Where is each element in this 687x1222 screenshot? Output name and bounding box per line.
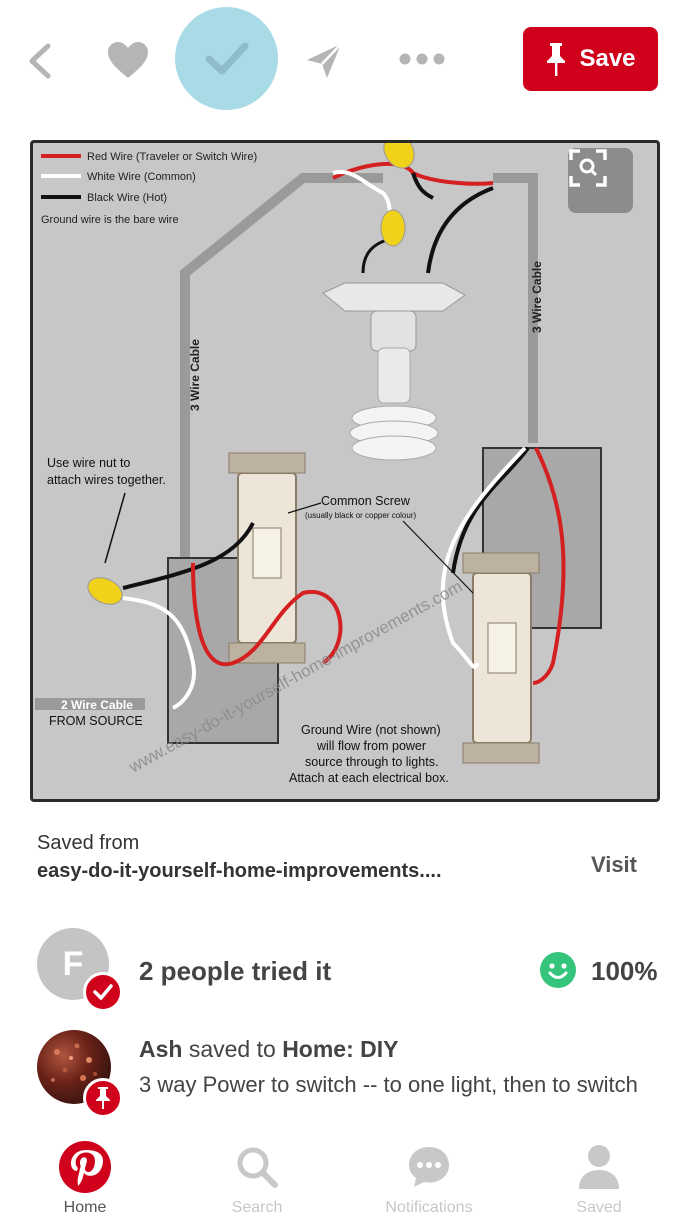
nav-search-label: Search — [231, 1199, 283, 1216]
tried-it-row[interactable]: F 2 people tried it 100% — [37, 928, 667, 1014]
tried-count-text: 2 people tried it — [139, 956, 332, 986]
more-options-icon[interactable] — [394, 44, 450, 74]
pin-badge-icon — [83, 1078, 123, 1118]
saved-from-label: Saved from — [37, 832, 140, 854]
nav-saved-label: Saved — [576, 1199, 622, 1216]
save-button[interactable]: Save — [523, 27, 658, 91]
left-wire-nut-icon — [87, 577, 123, 605]
saver-name[interactable]: Ash — [139, 1036, 183, 1062]
tried-it-button[interactable] — [175, 7, 278, 110]
legend-white: White Wire (Common) — [87, 171, 196, 183]
pin-description: 3 way Power to switch -- to one light, t… — [139, 1072, 638, 1097]
nav-saved[interactable]: Saved — [529, 1141, 669, 1221]
speech-bubble-icon — [403, 1141, 455, 1193]
board-link[interactable]: Home: DIY — [282, 1036, 399, 1062]
visual-search-button[interactable] — [568, 148, 633, 213]
pin-image[interactable]: Red Wire (Traveler or Switch Wire) White… — [30, 140, 660, 802]
wire-nut-note-line2: attach wires together. — [47, 473, 166, 487]
saver-attribution: Ash saved to Home: DIY — [139, 1036, 398, 1063]
source-url-link[interactable]: easy-do-it-yourself-home-improvements...… — [37, 860, 442, 882]
legend-black: Black Wire (Hot) — [87, 192, 167, 204]
back-icon[interactable] — [18, 38, 64, 84]
ground-note-line3: source through to lights. — [305, 755, 438, 769]
smiley-icon — [540, 952, 576, 988]
from-source-label: FROM SOURCE — [49, 714, 143, 728]
nav-notifications-label: Notifications — [385, 1199, 473, 1216]
pushpin-icon — [547, 43, 566, 76]
nav-notifications[interactable]: Notifications — [359, 1141, 499, 1221]
left-cable-label: 3 Wire Cable — [188, 339, 202, 411]
checkmark-icon — [205, 42, 248, 74]
check-badge-icon — [83, 972, 123, 1012]
top-action-bar: Save — [0, 0, 687, 118]
wiring-diagram: Red Wire (Traveler or Switch Wire) White… — [35, 143, 602, 785]
wire-nut-note-line1: Use wire nut to — [47, 456, 130, 470]
ground-note-line4: Attach at each electrical box. — [289, 771, 449, 785]
two-wire-cable-label: 2 Wire Cable — [61, 698, 133, 712]
common-screw-label: Common Screw — [321, 494, 411, 508]
heart-icon[interactable] — [104, 36, 152, 84]
legend-ground: Ground wire is the bare wire — [41, 214, 179, 226]
bottom-nav: Home Search Notifications Saved — [0, 1135, 687, 1222]
source-row: Saved from easy-do-it-yourself-home-impr… — [37, 832, 657, 892]
send-icon[interactable] — [299, 36, 349, 86]
saved-to-text: saved to — [182, 1036, 283, 1062]
ground-note-line1: Ground Wire (not shown) — [301, 723, 441, 737]
legend-red: Red Wire (Traveler or Switch Wire) — [87, 151, 257, 163]
tried-percent: 100% — [591, 956, 658, 986]
pinterest-logo-icon — [59, 1141, 111, 1193]
mid-wire-nut-icon — [380, 209, 406, 247]
save-button-label: Save — [579, 45, 636, 72]
visit-button[interactable]: Visit — [590, 852, 637, 877]
nav-search[interactable]: Search — [187, 1141, 327, 1221]
common-screw-sublabel: (usually black or copper colour) — [305, 511, 416, 520]
saver-row: Ash saved to Home: DIY 3 way Power to sw… — [37, 1030, 667, 1130]
visual-search-icon — [569, 149, 607, 187]
person-icon — [573, 1141, 625, 1193]
nav-home[interactable]: Home — [15, 1141, 155, 1221]
nav-home-label: Home — [63, 1199, 107, 1216]
top-wire-nut-icon — [383, 143, 415, 169]
search-icon — [231, 1141, 283, 1193]
ground-note-line2: will flow from power — [316, 739, 426, 753]
right-cable-label: 3 Wire Cable — [530, 261, 544, 333]
